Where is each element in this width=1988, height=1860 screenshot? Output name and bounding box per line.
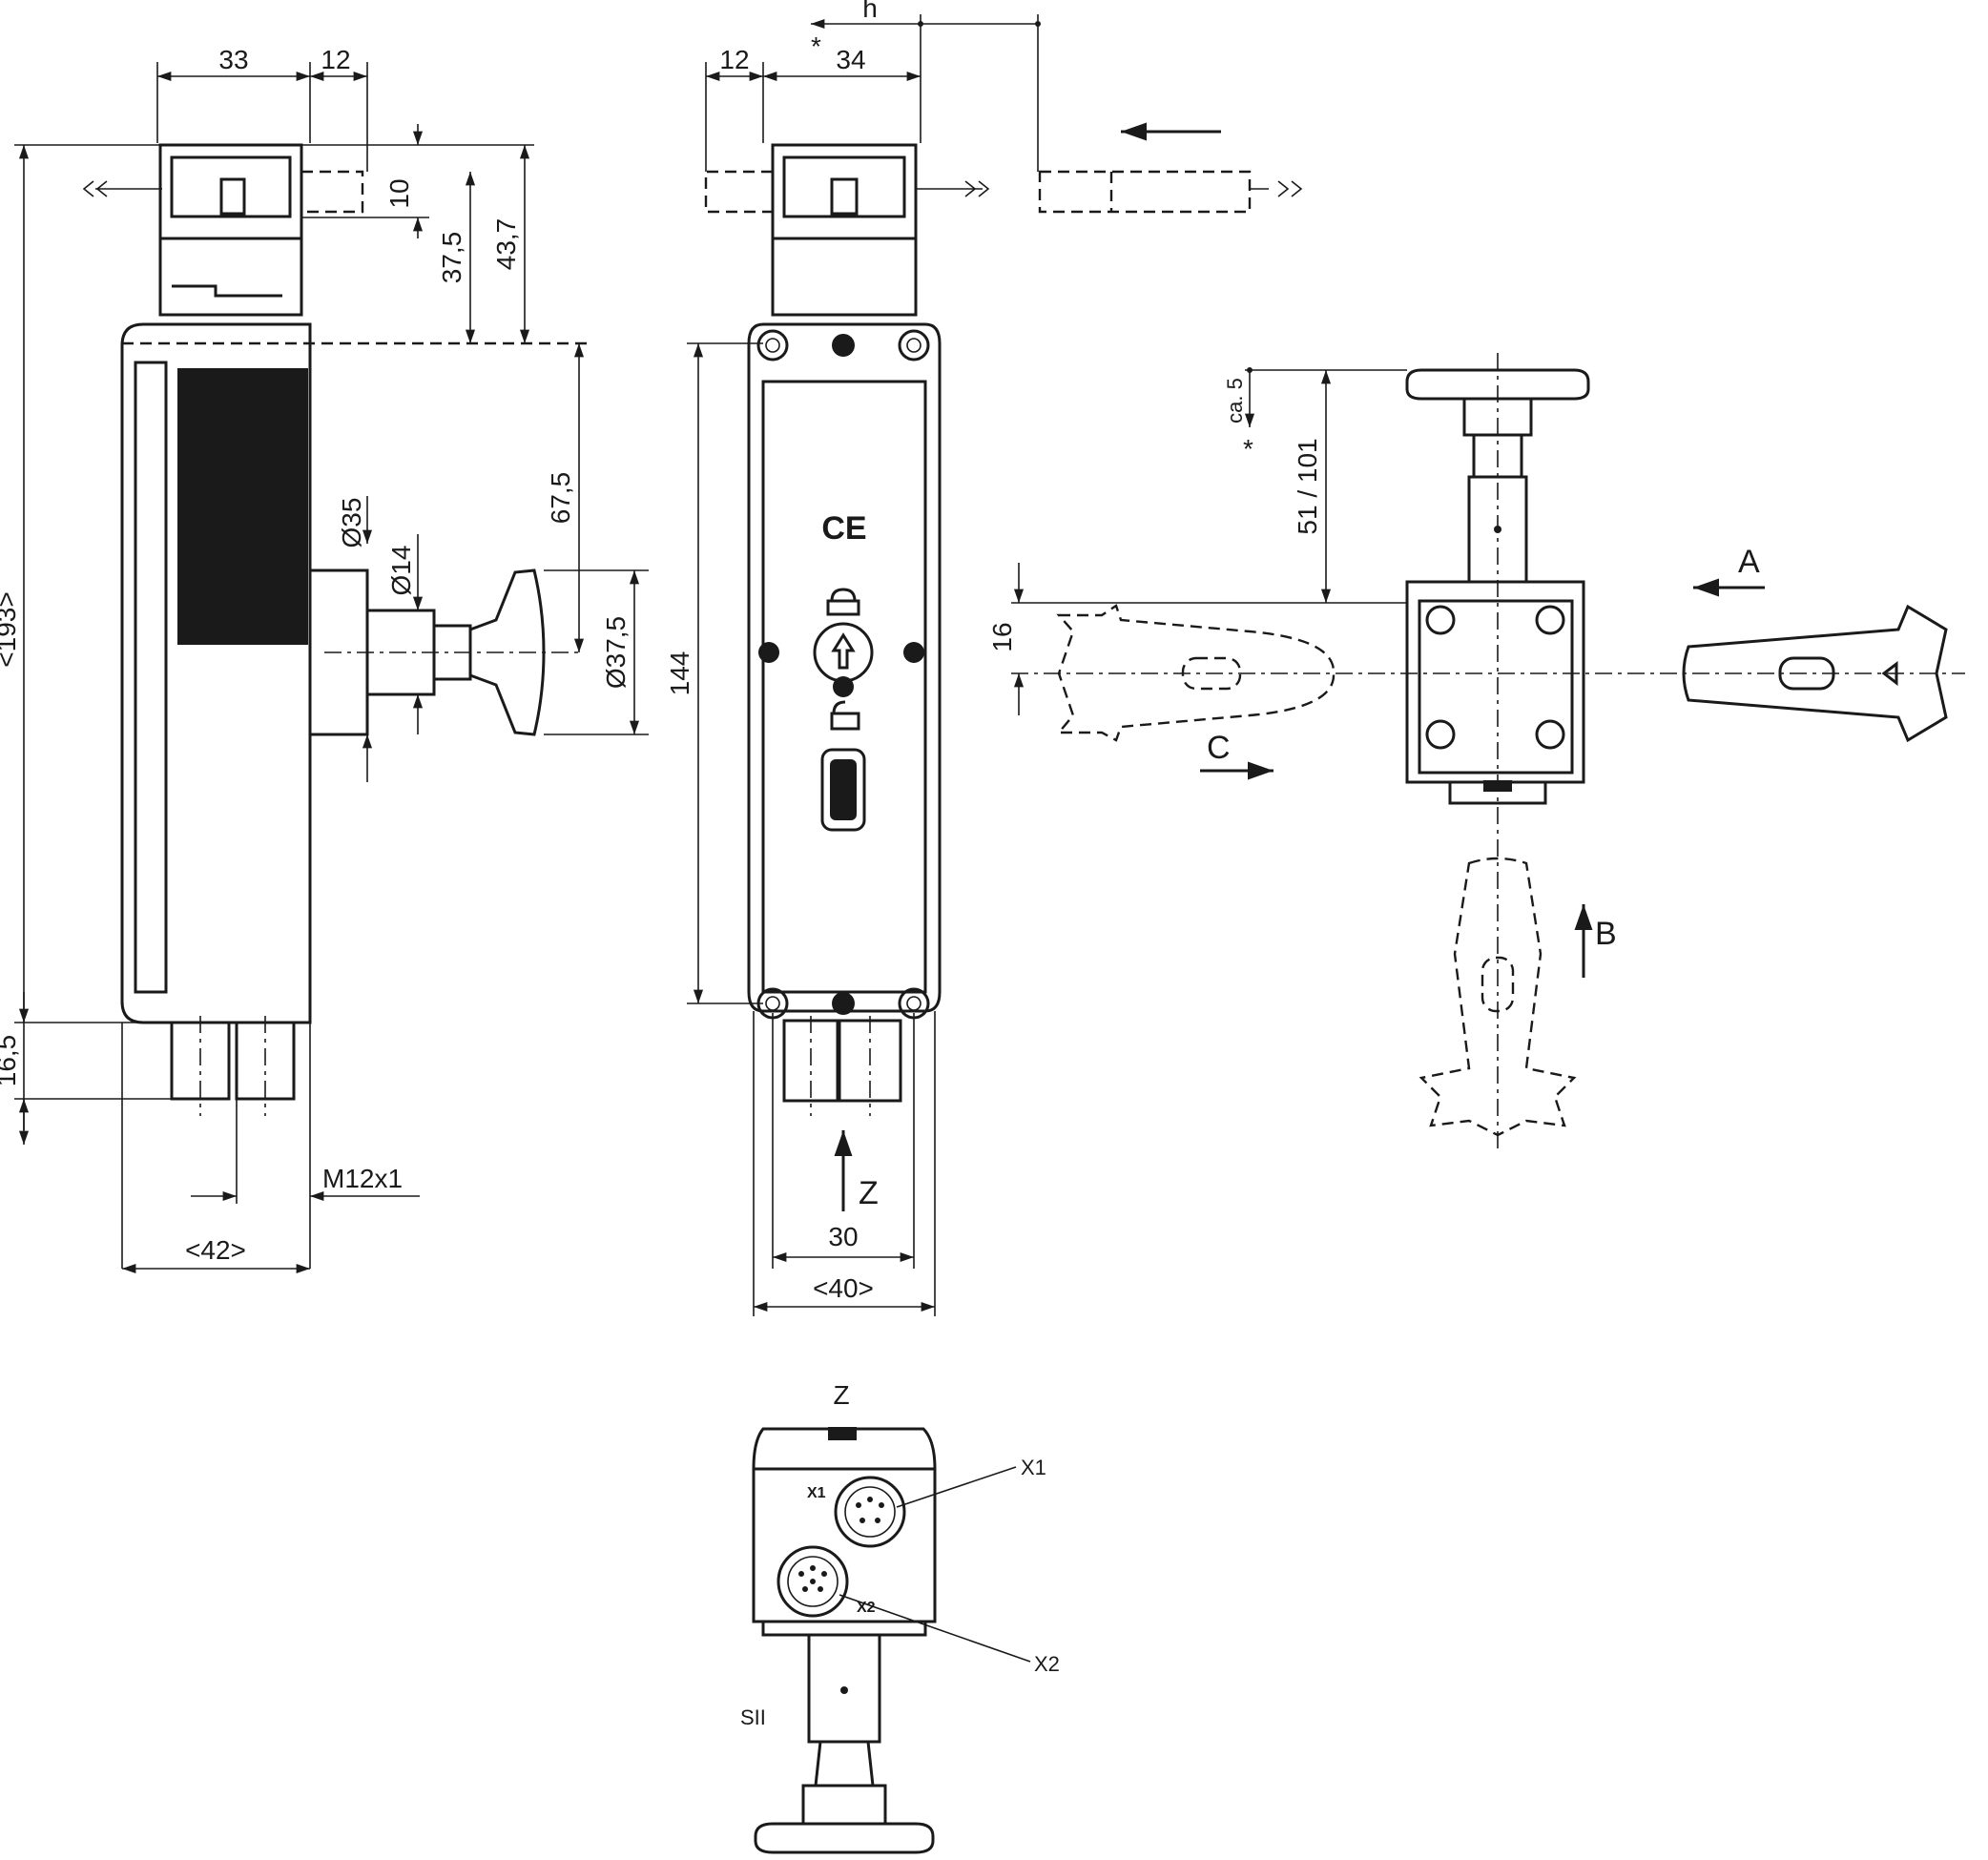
dim-16: 16 <box>987 622 1017 651</box>
release-cam <box>813 622 874 683</box>
lock-open-icon <box>830 700 860 731</box>
approach-b: B <box>1595 916 1617 952</box>
approach-c: C <box>1207 730 1231 766</box>
ce-mark: CE <box>821 510 866 547</box>
bottom-housing <box>752 1467 937 1623</box>
dim-h: h <box>862 0 878 23</box>
actuator-approach-view: A C B 51 / 101 ca. 5 * 16 <box>987 353 1965 1154</box>
dim-30: 30 <box>828 1222 858 1251</box>
actuator-tongue-c <box>1056 604 1336 742</box>
actuator-tongue-b <box>1419 857 1577 1137</box>
t-handle <box>1405 368 1590 401</box>
callout-x1: X1 <box>1021 1456 1046 1479</box>
dim-16-5: 16,5 <box>0 1035 21 1087</box>
dim-d35: Ø35 <box>337 498 366 548</box>
dim-67-5: 67,5 <box>546 472 575 525</box>
dim-42: <42> <box>185 1235 246 1265</box>
actuator-housing <box>1405 580 1585 784</box>
dim-43-7: 43,7 <box>491 218 521 271</box>
dim-37-5: 37,5 <box>437 232 466 284</box>
dim-193: <193> <box>0 591 21 667</box>
dim-star-actuator: * <box>1243 434 1253 464</box>
dim-star-front: * <box>811 31 821 61</box>
connector-tag-x1: X1 <box>807 1485 826 1501</box>
dim-33: 33 <box>218 45 248 74</box>
dim-12-side: 12 <box>321 45 350 74</box>
actuator-top-dashed <box>1038 122 1303 214</box>
front-view: CE Z 12 34 * h 144 30 <40> <box>665 0 1041 1316</box>
dim-d37-5: Ø37,5 <box>601 616 631 689</box>
dim-51-101: 51 / 101 <box>1293 438 1322 534</box>
actuator-tongue-a <box>1682 604 1948 743</box>
callout-x2: X2 <box>1034 1652 1060 1676</box>
side-label-plate <box>177 368 308 645</box>
dim-ca-5: ca. 5 <box>1223 378 1247 424</box>
dim-144: 144 <box>665 651 694 696</box>
approach-a: A <box>1738 544 1760 580</box>
callout-sii: SII <box>740 1705 766 1729</box>
bottom-view-title: Z <box>833 1380 849 1410</box>
connector-tag-x2: X2 <box>857 1600 876 1616</box>
dim-40: <40> <box>813 1273 874 1303</box>
side-head <box>158 143 303 240</box>
dim-10: 10 <box>384 178 414 208</box>
side-view: 33 12 10 37,5 43,7 67,5 Ø37,5 Ø35 Ø14 <1… <box>0 45 649 1274</box>
connector-x1 <box>834 1476 906 1548</box>
z-view-label: Z <box>859 1175 879 1211</box>
front-head <box>771 143 918 240</box>
dim-34: 34 <box>836 45 865 74</box>
lock-closed-icon <box>826 588 860 616</box>
connector-x2 <box>777 1545 849 1618</box>
led-window <box>820 748 866 832</box>
bottom-view-z: Z X1 X2 X1 X2 SII <box>740 1380 1060 1854</box>
dim-m12x1: M12x1 <box>322 1164 403 1193</box>
dim-12-front: 12 <box>719 45 749 74</box>
dim-d14: Ø14 <box>386 546 416 596</box>
